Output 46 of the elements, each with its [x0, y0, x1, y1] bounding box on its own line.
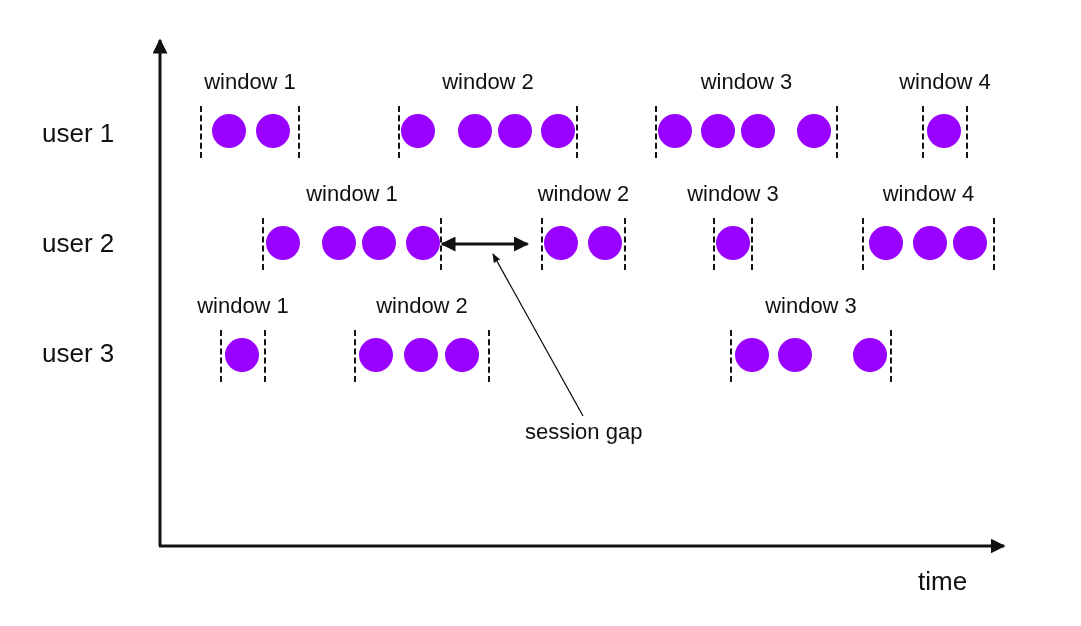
annotation-text: session gap [525, 418, 643, 446]
window-label: window 3 [686, 180, 780, 208]
event-dot [797, 114, 831, 148]
window-label: window 1 [196, 292, 290, 320]
event-dot [544, 226, 578, 260]
event-dot [359, 338, 393, 372]
leader-line [492, 253, 584, 417]
window-label: window 4 [881, 180, 976, 208]
event-dot [778, 338, 812, 372]
event-dot [322, 226, 356, 260]
event-dot [588, 226, 622, 260]
row-label: user 2 [42, 228, 115, 258]
window-label: window 2 [441, 68, 535, 96]
row-label: user 1 [42, 118, 115, 148]
event-dot [266, 226, 300, 260]
event-dot [362, 226, 396, 260]
window-label: window 2 [375, 292, 469, 320]
event-dot [256, 114, 290, 148]
window-label: window 1 [203, 68, 297, 96]
event-dot [853, 338, 887, 372]
window-label: window 3 [764, 292, 858, 320]
event-dot [869, 226, 903, 260]
window-label: window 4 [898, 68, 992, 96]
window-label: window 3 [699, 68, 794, 96]
window-label: window 1 [305, 180, 399, 208]
event-dot [401, 114, 435, 148]
event-dot [404, 338, 438, 372]
event-dot [953, 226, 987, 260]
event-dot [735, 338, 769, 372]
event-dot [541, 114, 575, 148]
event-dot [913, 226, 947, 260]
event-dot [716, 226, 750, 260]
axis-label: time [918, 566, 968, 596]
event-dot [458, 114, 492, 148]
row-label: user 3 [42, 338, 115, 368]
window-label: window 2 [536, 180, 631, 208]
event-dot [658, 114, 692, 148]
event-dot [927, 114, 961, 148]
event-dot [445, 338, 479, 372]
gap-arrow [440, 236, 529, 252]
event-dot [741, 114, 775, 148]
event-dot [406, 226, 440, 260]
event-dot [212, 114, 246, 148]
event-dot [498, 114, 532, 148]
event-dot [225, 338, 259, 372]
event-dot [701, 114, 735, 148]
